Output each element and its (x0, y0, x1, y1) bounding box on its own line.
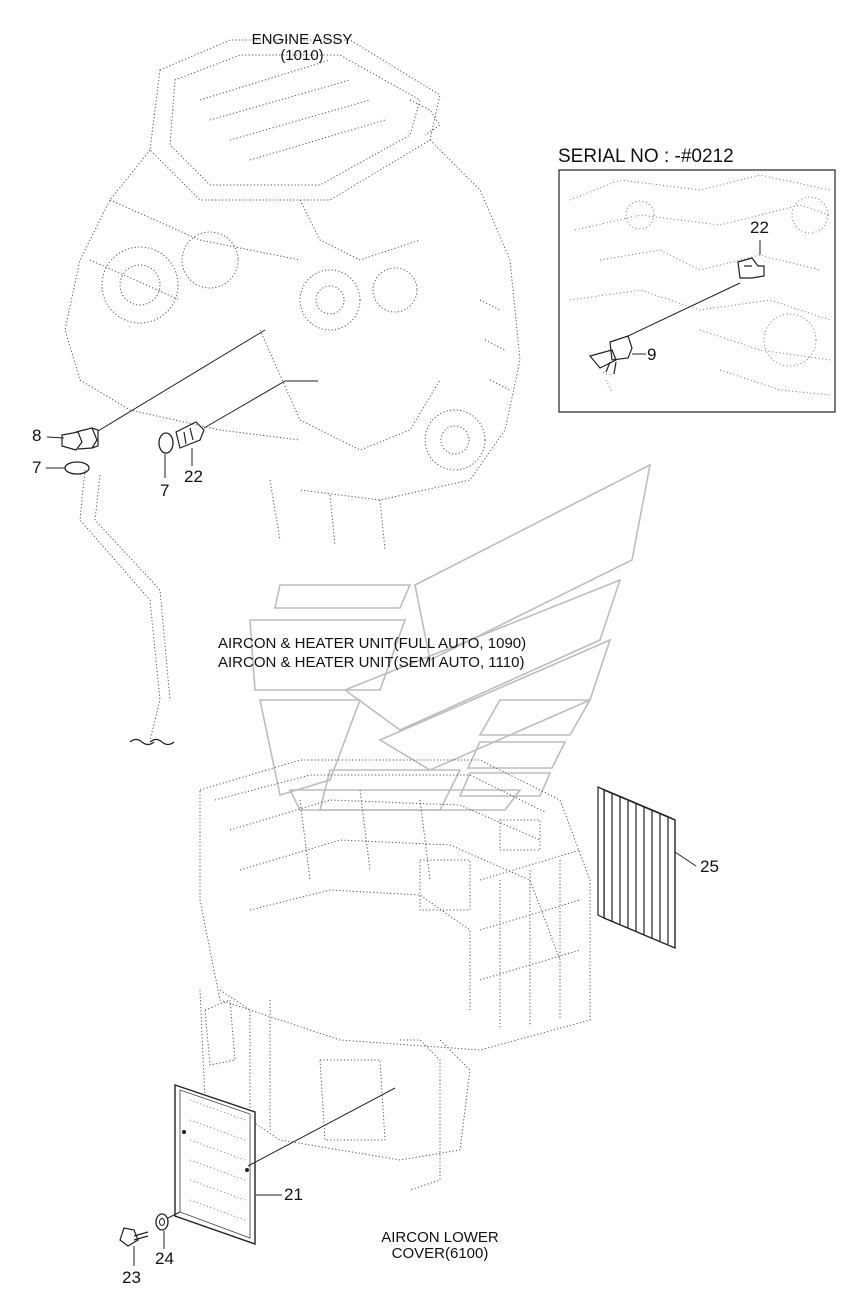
part-number-8: 8 (32, 426, 42, 445)
aircon-lower-cover-title: AIRCON LOWER COVER(6100) (370, 1230, 510, 1262)
aircon-heater-unit-drawing (199, 759, 591, 1191)
part-23-wing-bolt (119, 1227, 149, 1266)
serial-no-label: SERIAL NO : -#0212 (558, 146, 734, 167)
part-25-filter (597, 786, 697, 950)
inset-part-9-valve (588, 335, 646, 393)
part-number-22-inset: 22 (750, 218, 769, 237)
part-number-7-left: 7 (32, 458, 42, 477)
watermark-logo (249, 463, 652, 811)
engine-assy-title-line1: ENGINE ASSY (251, 31, 353, 48)
aircon-lower-cover-line2: COVER(6100) (391, 1244, 489, 1262)
part-8-drain-cock (46, 329, 266, 451)
part-number-23: 23 (122, 1268, 141, 1287)
aircon-heater-semi-auto-label: AIRCON & HEATER UNIT(SEMI AUTO, 1110) (218, 654, 525, 671)
part-22-fitting (175, 380, 318, 466)
serial-inset-box (558, 169, 836, 413)
part-number-24: 24 (155, 1249, 174, 1268)
part-7-clamps (46, 432, 174, 478)
part-number-25: 25 (700, 857, 719, 876)
engine-assy-title-line2: (1010) (280, 46, 324, 64)
part-21-lower-cover (167, 1084, 396, 1245)
part-24-washer (155, 1213, 169, 1249)
aircon-lower-cover-line1: AIRCON LOWER (381, 1229, 499, 1246)
aircon-heater-full-auto-label: AIRCON & HEATER UNIT(FULL AUTO, 1090) (218, 635, 527, 652)
inset-part-22-fitting (625, 240, 765, 338)
part-number-7-mid: 7 (160, 481, 170, 500)
part-number-22-main: 22 (184, 467, 203, 486)
part-number-9: 9 (647, 345, 657, 364)
engine-assembly-drawing (64, 39, 521, 746)
engine-assy-title: ENGINE ASSY (1010) (238, 32, 366, 64)
part-number-21: 21 (284, 1185, 303, 1204)
